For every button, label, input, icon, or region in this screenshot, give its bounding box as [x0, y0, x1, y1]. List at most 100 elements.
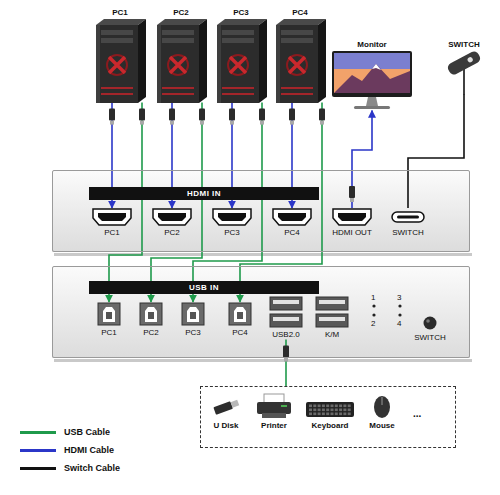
plug-tip — [230, 121, 234, 125]
cable-plug — [259, 109, 265, 125]
indicator-number: 3 — [397, 293, 401, 303]
plug-tip — [284, 358, 288, 362]
plug-tip — [320, 121, 324, 125]
cable — [193, 103, 262, 302]
cable-plug — [289, 109, 295, 125]
cable — [240, 103, 322, 302]
port-label: SWITCH — [408, 333, 452, 343]
plug-body — [109, 109, 115, 121]
usb-b-port: PC3 — [176, 302, 210, 338]
port-label: USB2.0 — [264, 330, 308, 340]
more-mark: ... — [413, 408, 421, 420]
port-label: Mouse — [360, 421, 404, 431]
port-label: Keyboard — [302, 421, 358, 431]
udisk-icon — [206, 392, 246, 420]
indicator-slot: 2 — [371, 319, 375, 329]
port-label: U Disk — [204, 421, 248, 431]
usb-b-port: PC1 — [92, 302, 126, 338]
plug-tip — [110, 121, 114, 125]
plug-tip — [350, 198, 354, 202]
cable-plug — [283, 346, 289, 362]
port-label: PC2 — [146, 228, 198, 238]
usbb-icon — [139, 302, 163, 326]
computer: PC1 — [90, 8, 150, 103]
hdmi-port: PC1 — [86, 208, 138, 238]
panel-shadow — [54, 359, 472, 362]
keyboard-icon — [304, 392, 356, 420]
computer: PC4 — [270, 8, 330, 103]
plug-tip — [290, 121, 294, 125]
pc-icon — [272, 19, 328, 103]
usbb-icon — [97, 302, 121, 326]
indicator-slot: 1 — [371, 293, 375, 303]
pc-icon — [92, 19, 148, 103]
plug-body — [289, 109, 295, 121]
mouse-icon — [362, 392, 402, 420]
led-dot — [398, 304, 401, 307]
plug-tip — [170, 121, 174, 125]
usb-b-port: PC4 — [223, 302, 257, 338]
usba-icon — [269, 296, 303, 328]
switch-remote: SWITCH — [436, 40, 492, 95]
kvm-panel: HDMI INPC1PC2PC3PC4HDMI OUTSWITCH — [52, 170, 470, 252]
port-label: Printer — [250, 421, 298, 431]
port-label: PC1 — [90, 8, 150, 18]
indicator-number: 4 — [397, 319, 401, 329]
device-group: ... U DiskPrinter KeyboardMouse — [200, 386, 456, 448]
port-label: Monitor — [328, 40, 416, 50]
plug-body — [349, 186, 355, 198]
plug-tip — [200, 121, 204, 125]
port-label: PC4 — [270, 8, 330, 18]
hdmi-port: PC3 — [206, 208, 258, 238]
legend-text: USB Cable — [64, 427, 110, 438]
panel-title-bar: USB IN — [89, 281, 319, 294]
port-label: HDMI OUT — [324, 228, 380, 238]
plug-tip — [260, 121, 264, 125]
hdmi-icon — [152, 208, 192, 226]
plug-body — [283, 346, 289, 358]
monitor-icon — [332, 51, 412, 111]
printer-icon — [252, 392, 296, 420]
indicator-slot: 3 — [397, 293, 401, 303]
legend-text: Switch Cable — [64, 463, 120, 474]
plug-body — [229, 109, 235, 121]
usb-panel-face — [52, 266, 470, 358]
legend-row: HDMI Cable — [20, 445, 114, 456]
cable-plug — [169, 109, 175, 125]
monitor: Monitor — [328, 40, 416, 111]
usb-b-port: PC2 — [134, 302, 168, 338]
plug-body — [199, 109, 205, 121]
swport-icon — [391, 208, 425, 226]
cable-plug — [319, 109, 325, 125]
port-label: PC2 — [134, 328, 168, 338]
port-label: SWITCH — [384, 228, 432, 238]
usbb-icon — [181, 302, 205, 326]
plug-body — [139, 109, 145, 121]
hdmi-icon — [272, 208, 312, 226]
port-label: PC2 — [151, 8, 211, 18]
legend-swatch — [20, 467, 56, 470]
hdmi-icon — [332, 208, 372, 226]
cable-plug — [199, 109, 205, 125]
computer: PC3 — [211, 8, 271, 103]
switch-port: SWITCH — [384, 208, 432, 238]
port-label: PC4 — [266, 228, 318, 238]
usbb-icon — [228, 302, 252, 326]
hdmi-port: HDMI OUT — [324, 208, 380, 238]
hdmi-icon — [92, 208, 132, 226]
plug-body — [169, 109, 175, 121]
usb-a-port: K/M — [310, 296, 354, 340]
cable-plug — [139, 109, 145, 125]
legend-swatch — [20, 449, 56, 452]
cable-plug — [349, 186, 355, 202]
legend-text: HDMI Cable — [64, 445, 114, 456]
usb-device: U Disk — [204, 392, 248, 431]
legend-row: Switch Cable — [20, 463, 120, 474]
indicator-number: 2 — [371, 319, 375, 329]
computer: PC2 — [151, 8, 211, 103]
button-icon — [422, 315, 438, 331]
pc-icon — [213, 19, 269, 103]
led-dot — [372, 313, 375, 316]
port-label: PC1 — [92, 328, 126, 338]
